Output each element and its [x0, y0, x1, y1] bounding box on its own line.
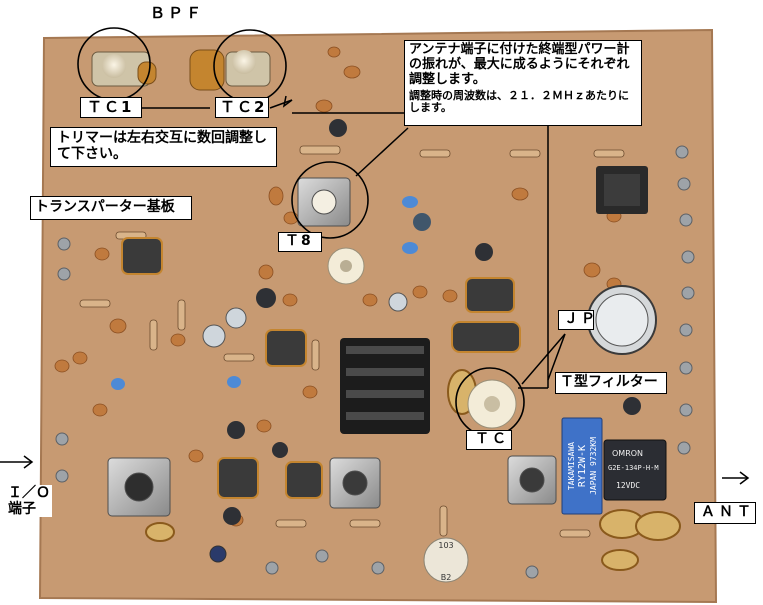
adjustment-note: アンテナ端子に付けた終端型パワー計の振れが、最大に成るようにそれぞれ調整します。… [404, 40, 642, 126]
bpf-coils [91, 49, 271, 91]
io-label-line2: 端子 [8, 501, 36, 518]
t8-label: Ｔ8 [278, 232, 322, 252]
annotation-lines [0, 95, 750, 485]
omron-brand-text: OMRON [612, 449, 643, 458]
trimmer-instruction-note: トリマーは左右交互に数回調整して下さい。 [50, 127, 277, 167]
tc-label: ＴＣ [466, 430, 512, 450]
resistors [79, 145, 625, 538]
transistors [223, 119, 641, 525]
t-filter-coils [145, 369, 681, 571]
trimmer-mark-text: B2 [441, 573, 452, 582]
toroid-coils [121, 237, 521, 499]
relay-model-text: RY12W-K [577, 445, 588, 487]
io-label-line1: Ｉ／Ｏ [8, 485, 50, 501]
left-terminals [55, 237, 71, 483]
io-terminal-label: Ｉ／Ｏ 端子 [6, 485, 52, 518]
adjustment-note-line2: 調整時の周波数は、２１．２ＭＨｚあたりにします。 [409, 88, 629, 115]
t-filter-label: Ｔ型フィルター [555, 372, 667, 394]
variable-resistor: 103 B2 [423, 537, 469, 583]
adjustment-note-line1: アンテナ端子に付けた終端型パワー計の振れが、最大に成るようにそれぞれ調整します。 [409, 42, 630, 87]
right-terminals [675, 145, 695, 455]
relay-brand-text: TAKAMISAWA [567, 442, 576, 490]
relay-takamisawa: TAKAMISAWA RY12W-K JAPAN 9732KM [561, 417, 603, 515]
relay-black [596, 166, 648, 214]
relay-omron: OMRON G2E-134P-H-M 12VDC [603, 439, 667, 501]
heatsink [340, 338, 430, 434]
trimmer-capacitors [327, 247, 517, 429]
if-transformers [107, 177, 557, 517]
transverter-board-label: トランスパーター基板 [30, 196, 192, 220]
trimmer-code-text: 103 [438, 541, 453, 550]
tc2-label: ＴＣ2 [215, 97, 269, 118]
omron-voltage-text: 12VDC [616, 481, 640, 490]
blue-capacitors [111, 196, 418, 390]
electrolytic-capacitors [202, 285, 657, 563]
jp-label: ＪＰ [558, 310, 595, 330]
tc1-label: ＴＣ1 [80, 97, 142, 118]
bottom-terminals [265, 549, 539, 579]
omron-model-text: G2E-134P-H-M [608, 464, 659, 472]
bpf-label: ＢＰＦ [150, 4, 205, 22]
relay-code-text: JAPAN 9732KM [589, 437, 598, 495]
ant-label: ＡＮＴ [694, 502, 756, 524]
